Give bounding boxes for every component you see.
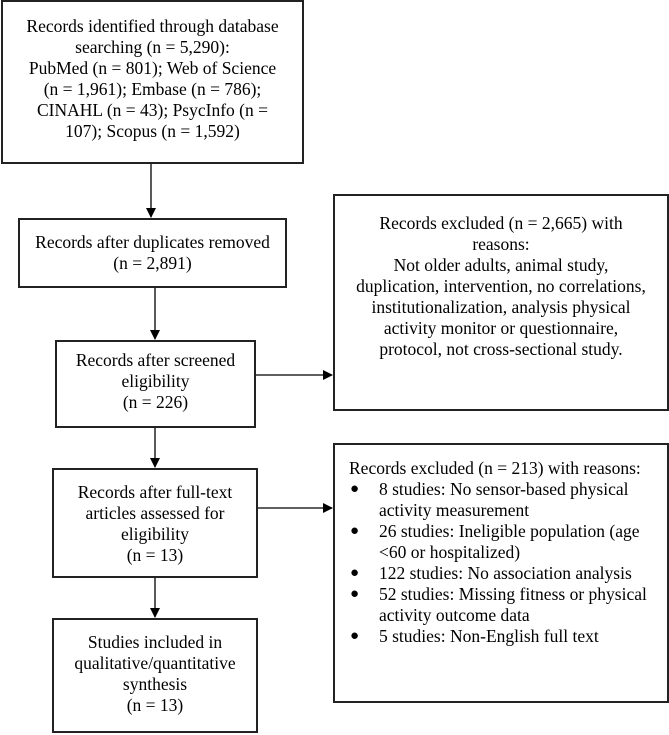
box-text: PubMed (n = 801); Web of Science [28, 58, 277, 78]
box-text: (n = 13) [126, 695, 184, 715]
box-text: Records identified through database [26, 16, 279, 36]
box-text: institutionalization, analysis physical [371, 297, 631, 317]
box-text: Records after duplicates removed [35, 232, 270, 252]
excluded-full-text-box: Records excluded (n = 213) with reasons:… [333, 443, 669, 703]
box-text: qualitative/quantitative [74, 653, 236, 673]
box-text: (n = 1,961); Embase (n = 786); [43, 79, 262, 99]
box-text: Records after full-text [77, 482, 233, 502]
box-text: eligibility [121, 371, 190, 391]
box-text: searching (n = 5,290): [75, 37, 230, 57]
box-text: Records after screened [75, 350, 236, 370]
box-text: Not older adults, animal study, [393, 255, 609, 275]
exclusion-reasons-list: 8 studies: No sensor-based physical acti… [349, 479, 659, 647]
list-item: 26 studies: Ineligible population (age <… [349, 521, 659, 563]
box-text: activity monitor or questionnaire, [383, 318, 619, 338]
box-text: 107); Scopus (n = 1,592) [65, 121, 240, 141]
box-text: (n = 2,891) [113, 253, 192, 273]
list-item: 5 studies: Non-English full text [349, 626, 659, 647]
box-heading: Records excluded (n = 213) with reasons: [349, 458, 641, 478]
excluded-screening-box: Records excluded (n = 2,665) with reason… [333, 194, 669, 411]
box-text: (n = 226) [122, 392, 189, 412]
identification-box: Records identified through database sear… [1, 0, 304, 164]
box-text: duplication, intervention, no correlatio… [356, 276, 646, 296]
box-text: CINAHL (n = 43); PsycInfo (n = [36, 100, 268, 120]
box-text: (n = 13) [126, 545, 184, 565]
box-text: Studies included in [87, 632, 223, 652]
box-text: protocol, not cross-sectional study. [379, 339, 623, 359]
duplicates-removed-box: Records after duplicates removed (n = 2,… [18, 218, 287, 288]
full-text-box: Records after full-text articles assesse… [52, 468, 258, 578]
box-text: articles assessed for [85, 503, 225, 523]
box-text: eligibility [120, 524, 190, 544]
box-text: Records excluded (n = 2,665) with [379, 213, 623, 233]
screened-box: Records after screened eligibility (n = … [55, 340, 256, 428]
box-text: reasons: [472, 234, 530, 254]
box-text: synthesis [122, 674, 188, 694]
list-item: 122 studies: No association analysis [349, 563, 659, 584]
list-item: 52 studies: Missing fitness or physical … [349, 584, 659, 626]
list-item: 8 studies: No sensor-based physical acti… [349, 479, 659, 521]
included-box: Studies included in qualitative/quantita… [52, 618, 258, 733]
